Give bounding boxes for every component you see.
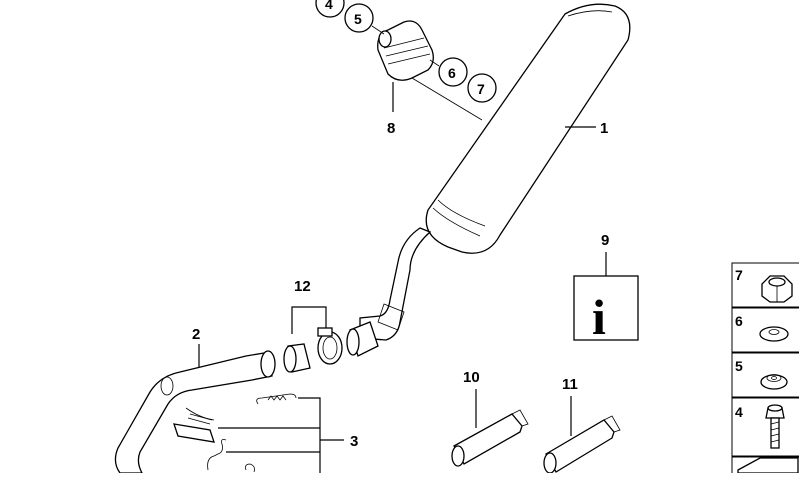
circle-callout-6: 6 <box>438 57 468 87</box>
svg-text:5: 5 <box>354 11 362 27</box>
info-icon: i <box>592 289 606 345</box>
callout-1: 1 <box>600 120 608 137</box>
callout-12: 12 <box>294 278 311 295</box>
paste-tube-10-part[interactable] <box>451 409 529 467</box>
bolt-part[interactable] <box>765 404 785 449</box>
sleeve-part[interactable] <box>283 343 311 373</box>
leader-12 <box>291 306 327 334</box>
clamp-part[interactable] <box>317 327 343 365</box>
circle-callout-4: 4 <box>315 0 345 18</box>
callout-9: 9 <box>601 232 609 249</box>
callout-10: 10 <box>463 369 480 386</box>
side-label-5: 5 <box>735 358 743 374</box>
callout-8: 8 <box>387 120 395 137</box>
header-pipe-part[interactable] <box>114 350 276 474</box>
leader-8-dash <box>411 77 483 121</box>
info-box-part[interactable]: i <box>573 275 639 345</box>
spring-upper-part[interactable] <box>256 393 297 405</box>
spring-middle-part[interactable] <box>187 413 213 425</box>
heat-shield-part[interactable] <box>377 20 434 81</box>
rubber-mount-part[interactable] <box>760 374 788 390</box>
connector-pipe-part[interactable] <box>346 321 379 357</box>
circle-callout-7: 7 <box>467 73 497 103</box>
callout-11: 11 <box>562 376 578 393</box>
spring-lower-part[interactable] <box>207 439 255 473</box>
paste-tube-11-part[interactable] <box>543 415 621 474</box>
leader-6 <box>429 59 440 67</box>
callout-3: 3 <box>350 433 358 450</box>
svg-text:6: 6 <box>448 65 456 81</box>
hex-nut-part[interactable] <box>761 275 793 303</box>
muffler-part[interactable] <box>359 3 631 341</box>
side-label-4: 4 <box>735 404 743 420</box>
side-parts-panel: 7 6 5 4 <box>731 262 799 478</box>
leader-3 <box>218 397 344 473</box>
side-label-6: 6 <box>735 313 743 329</box>
svg-text:4: 4 <box>325 0 333 12</box>
grommet-part[interactable] <box>759 326 789 342</box>
leader-5 <box>371 25 385 35</box>
circle-callout-5: 5 <box>344 3 374 33</box>
svg-text:7: 7 <box>477 81 485 97</box>
callout-2: 2 <box>192 326 200 343</box>
side-label-7: 7 <box>735 267 743 283</box>
